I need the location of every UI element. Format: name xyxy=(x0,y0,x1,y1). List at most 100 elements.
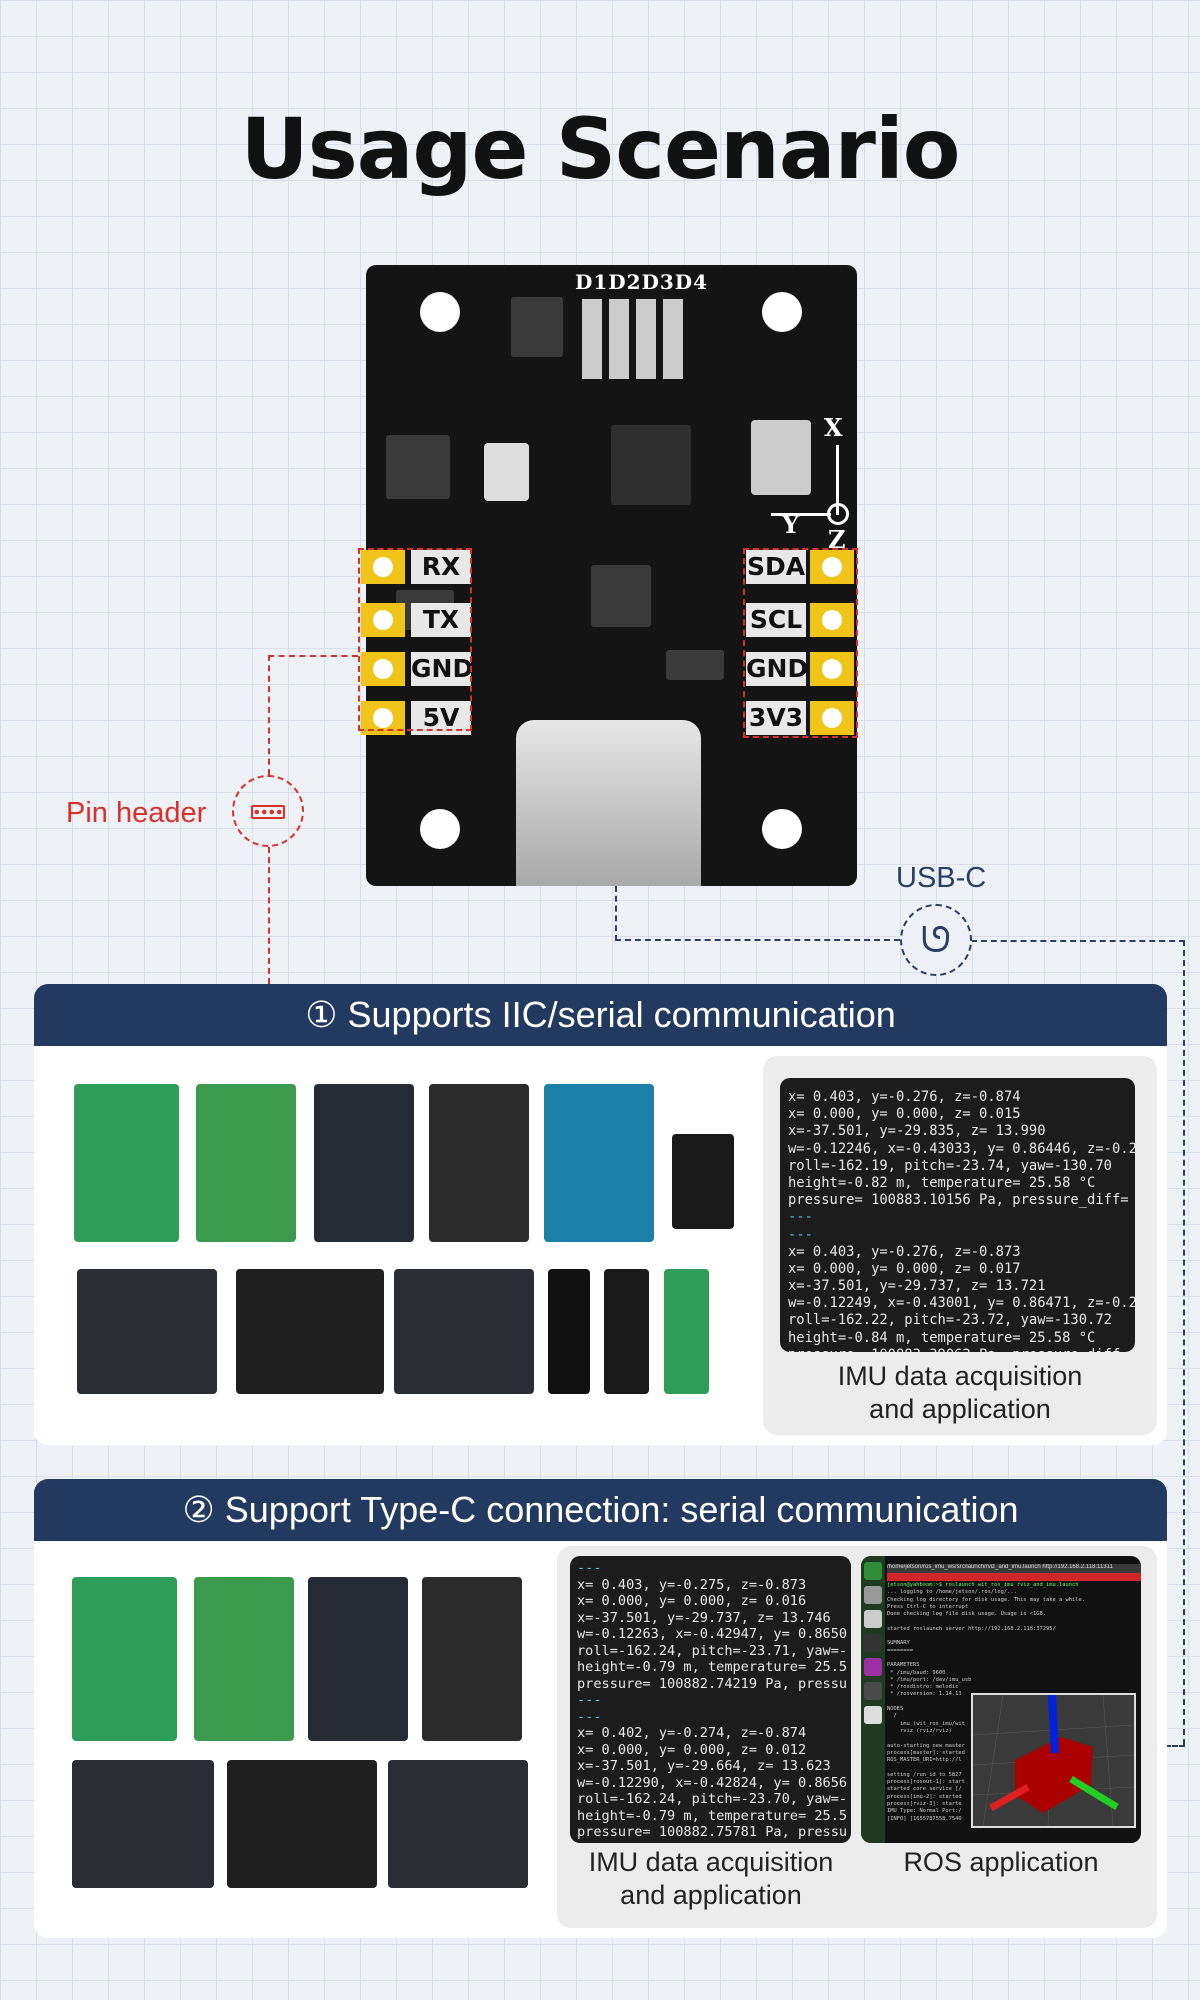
ros-tab-bar xyxy=(887,1573,1141,1581)
pin-label-gnd: GND xyxy=(411,652,473,686)
jetson-xavier-image xyxy=(394,1269,534,1394)
ros-terminal-line: ======== xyxy=(887,1647,913,1654)
pin-pad xyxy=(810,550,854,584)
ros-terminal-line: Checking log directory for disk usage. T… xyxy=(887,1596,1085,1603)
ros-terminal-line: * /imu/baud: 9600 xyxy=(887,1669,946,1676)
terminal-line: height=-0.79 m, temperature= 25.5 xyxy=(577,1807,848,1824)
terminal-line: --- xyxy=(788,1209,813,1226)
connector-line xyxy=(268,655,358,775)
terminal-line: x=-37.501, y=-29.737, z= 13.721 xyxy=(788,1278,1046,1295)
orange-pi-image xyxy=(308,1577,408,1741)
ros-terminal-line xyxy=(887,1633,1141,1640)
terminal-line: height=-0.79 m, temperature= 25.5 xyxy=(577,1659,848,1675)
terminal-line: roll=-162.24, pitch=-23.71, yaw=- xyxy=(577,1642,848,1659)
rviz-3d-view xyxy=(971,1693,1136,1828)
page-title: Usage Scenario xyxy=(240,100,961,198)
ros-terminal-line: ... logging to /home/jetson/.ros/log/... xyxy=(887,1589,1017,1596)
pin-label-sda: SDA xyxy=(746,550,806,584)
pin-label-rx: RX xyxy=(411,550,471,584)
panel-iic-serial: ① Supports IIC/serial communication x= 0… xyxy=(34,984,1167,1445)
pin-highlight-box xyxy=(358,548,472,731)
pin-pad xyxy=(810,652,854,686)
ros-terminal-line: auto-starting new master xyxy=(887,1742,965,1749)
panel-title: ② Support Type-C connection: serial comm… xyxy=(34,1479,1167,1541)
rdk-board-image xyxy=(429,1084,529,1242)
pin-label-scl: SCL xyxy=(746,603,806,637)
ros-terminal-line: * /rosversion: 1.14.13 xyxy=(887,1691,962,1698)
led-label-d3: D3 xyxy=(641,270,675,294)
pin-label-3v3: 3V3 xyxy=(746,701,806,735)
ros-window-title: /home/jetson/ros_imu_ws/src/launch/rviz_… xyxy=(887,1564,1141,1573)
ros-terminal-line xyxy=(887,1618,1141,1625)
ros-terminal-line: * /rosdistro: melodic xyxy=(887,1684,959,1691)
imu-body xyxy=(1015,1737,1093,1813)
jetson-nano-image xyxy=(227,1760,377,1888)
pin-label-tx: TX xyxy=(411,603,471,637)
terminal-line: roll=-162.24, pitch=-23.70, yaw=- xyxy=(577,1791,848,1807)
jetson-orin-nano-image xyxy=(77,1269,217,1394)
z-axis-mark xyxy=(1048,1694,1059,1754)
terminal-line: w=-0.12263, x=-0.42947, y= 0.8650 xyxy=(577,1626,848,1642)
terminal-line: x= 0.000, y= 0.000, z= 0.012 xyxy=(577,1741,807,1758)
ros-terminal-line: [INFO] [1655787558.7540 xyxy=(887,1815,962,1822)
ros-terminal-line: Press Ctrl-C to interrupt xyxy=(887,1603,969,1610)
terminal-line: w=-0.12249, x=-0.43001, y= 0.86471, z=-0… xyxy=(788,1295,1135,1312)
ros-terminal-line: imu (wit_ros_imu/wit xyxy=(887,1720,965,1727)
ros-terminal-line: SUMMARY xyxy=(887,1640,910,1647)
y-axis-mark xyxy=(1069,1776,1119,1810)
pin-highlight-box xyxy=(743,548,858,738)
terminal-line: w=-0.12290, x=-0.42824, y= 0.8656 xyxy=(577,1774,848,1791)
axis-x-label: X xyxy=(824,413,843,442)
chip xyxy=(666,650,724,680)
chip xyxy=(511,297,563,357)
ros-terminal-output: jetson@yahboom:~$ roslaunch wit_ros_imu … xyxy=(887,1582,1141,1823)
supported-boards-gallery xyxy=(74,1084,754,1404)
ros-terminal-line xyxy=(887,1655,1141,1662)
connector-line xyxy=(971,940,1185,1745)
connector-line xyxy=(1165,1745,1185,1747)
terminal-line: x=-37.501, y=-29.664, z= 13.623 xyxy=(577,1758,831,1774)
terminal-line: x= 0.000, y= 0.000, z= 0.016 xyxy=(577,1593,807,1609)
led-label-d1: D1 xyxy=(575,270,609,294)
pico-board-image xyxy=(548,1269,590,1394)
terminal-line: x= 0.403, y=-0.276, z=-0.874 xyxy=(788,1089,1021,1105)
terminal-line: x= 0.000, y= 0.000, z= 0.015 xyxy=(788,1106,1021,1123)
usb-c-label: USB-C xyxy=(896,862,987,894)
ros-terminal-line: jetson@yahboom:~$ roslaunch wit_ros_imu … xyxy=(887,1582,1079,1588)
raspberry-pi-4-image xyxy=(194,1577,294,1741)
ros-terminal-line: process[rosout-1]: start xyxy=(887,1779,965,1786)
axis-y-label: Y xyxy=(782,510,800,539)
mounting-hole xyxy=(420,292,460,332)
imu-caption: IMU data acquisition and application xyxy=(837,1361,1083,1424)
pin-pad xyxy=(810,603,854,637)
chip xyxy=(386,435,450,499)
orange-pi-image xyxy=(314,1084,414,1242)
jetson-orin-nano-image xyxy=(72,1760,214,1888)
terminal-line: x=-37.501, y=-29.835, z= 13.990 xyxy=(788,1123,1046,1140)
usb-c-connector[interactable] xyxy=(516,720,701,886)
imu-caption: IMU data acquisition and application xyxy=(588,1847,834,1910)
ros-terminal-line: process[master]: started xyxy=(887,1749,965,1756)
pin-pad xyxy=(361,652,405,686)
terminal-line: x= 0.403, y=-0.276, z=-0.873 xyxy=(788,1243,1021,1260)
terminal-line: height=-0.84 m, temperature= 25.58 °C xyxy=(788,1329,1096,1346)
terminal-line: height=-0.82 m, temperature= 25.58 °C xyxy=(788,1174,1096,1191)
mounting-hole xyxy=(762,292,802,332)
terminal-line: pressure= 100882.75781 Pa, pressu xyxy=(577,1824,848,1840)
ros-terminal-line: rviz (rviz/rviz) xyxy=(887,1727,952,1734)
ros-terminal-line: setting /run_id to 5827 xyxy=(887,1771,962,1778)
x-axis-mark xyxy=(989,1783,1030,1812)
ros-terminal-line: Done checking log file disk usage. Usage… xyxy=(887,1611,1047,1618)
led-label-d4: D4 xyxy=(674,270,709,294)
mounting-hole xyxy=(420,809,460,849)
mcu-chip xyxy=(611,425,691,505)
terminal-line: --- xyxy=(577,1708,602,1725)
raspberry-pi-4-image xyxy=(196,1084,296,1242)
arduino-uno-image xyxy=(544,1084,654,1242)
pin-pad xyxy=(361,550,405,584)
pin-header-label: Pin header xyxy=(66,797,207,829)
rdk-board-image xyxy=(422,1577,522,1741)
